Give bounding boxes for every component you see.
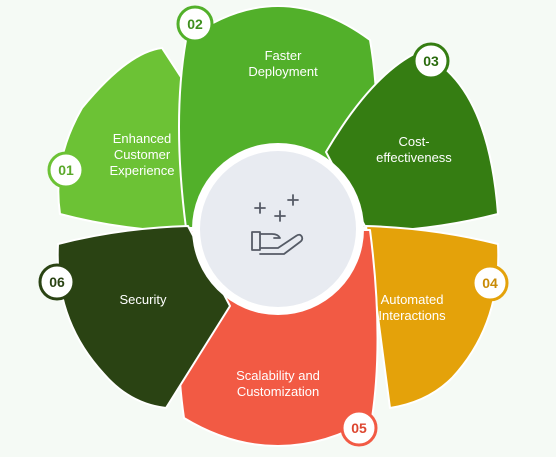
badge-03: 03	[412, 42, 450, 80]
hand-with-sparkles-icon	[251, 194, 304, 255]
segment-label-06: Security	[120, 292, 167, 307]
segment-04	[365, 225, 500, 409]
badge-number-05: 05	[351, 420, 367, 436]
badge-05: 05	[340, 409, 378, 447]
hub-center	[200, 151, 356, 307]
badge-04: 04	[471, 264, 509, 302]
segment-label-03: Cost-effectiveness	[376, 134, 452, 165]
badge-06: 06	[38, 263, 76, 301]
badge-number-06: 06	[49, 274, 65, 290]
badge-number-02: 02	[187, 16, 203, 32]
badge-02: 02	[176, 5, 214, 43]
badge-number-01: 01	[58, 162, 74, 178]
badge-number-03: 03	[423, 53, 439, 69]
badge-number-04: 04	[482, 275, 498, 291]
badge-01: 01	[47, 151, 85, 189]
segment-03	[325, 51, 499, 233]
